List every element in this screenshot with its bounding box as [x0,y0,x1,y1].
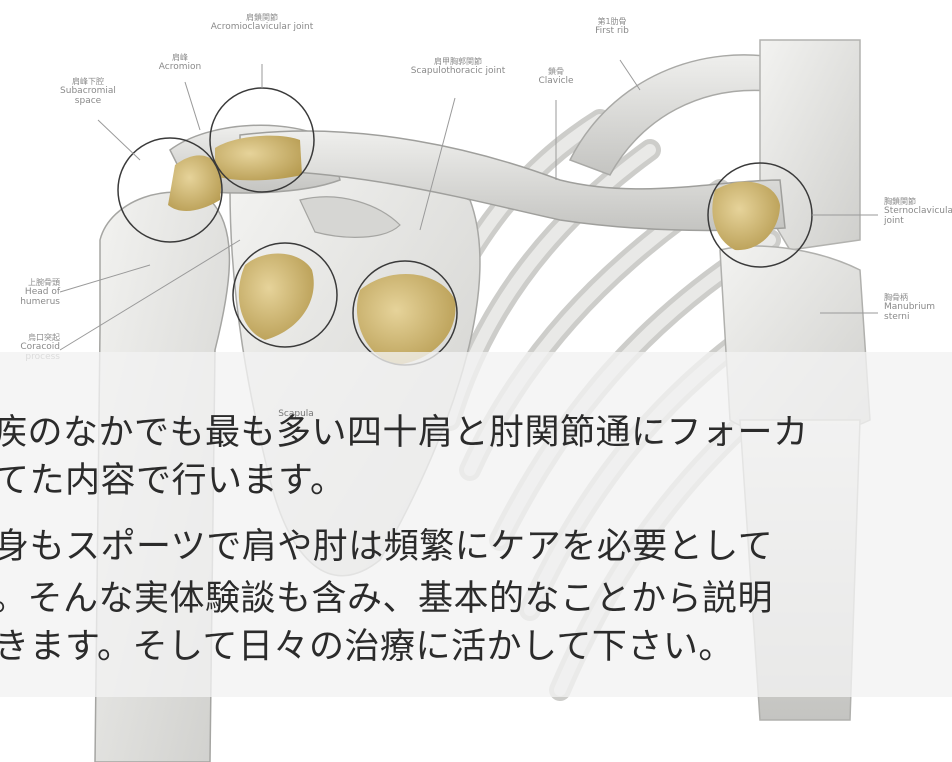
acromion-joint-surface [215,135,302,181]
scapulothoracic-surface [356,273,456,365]
glenohumeral-circle [232,242,338,348]
label-acromion: 肩峰 Acromion [158,53,202,73]
label-ja: 肩峰下腔 [72,77,104,86]
label-acromioclavicular-joint: 肩鎖関節 Acromioclavicular joint [210,13,314,33]
label-en: Scapula [278,409,314,419]
label-scapulothoracic-joint: 肩甲胸郭関節 Scapulothoracic joint [410,57,506,77]
label-ja: 鎖骨 [548,67,564,76]
overlay-line-2: てた内容で行います。 [0,461,346,501]
label-en: Subacromial space [60,85,116,106]
label-en: Acromion [158,61,202,72]
label-sternoclavicular-joint: 胸鎖関節 Sternoclavicular joint [884,197,952,227]
overlay-line-1: 疾のなかでも最も多い四十肩と肘関節通にフォーカ [0,413,809,453]
label-en: Scapulothoracic joint [410,65,506,76]
label-scapula: Scapula [278,409,314,420]
label-en: Head of humerus [20,286,60,307]
label-ja: 肩峰 [172,53,188,62]
label-ja: 肩鎖関節 [246,13,278,22]
vertebra [759,39,861,251]
clavicle [239,130,786,232]
label-subacromial-space: 肩峰下腔 Subacromial space [58,77,118,107]
label-en: Sternoclavicular joint [884,205,952,226]
label-ja: 胸骨柄 [884,293,908,302]
glenoid-surface [238,253,314,340]
overlay-line-4: 。そんな実体験談も含み、基本的なことから説明 [0,579,774,619]
label-en: Clavicle [538,75,574,86]
subacromial-circle [117,137,223,243]
coracoid-process [299,196,401,238]
label-ja: 烏口突起 [28,333,60,342]
label-head-of-humerus: 上腕骨頭 Head of humerus [2,278,60,308]
label-ja: 第1肋骨 [597,17,627,26]
sternoclavicular-surface [712,181,780,251]
subacromial-surface [168,155,222,212]
label-manubrium-sterni: 胸骨柄 Manubrium sterni [884,293,944,323]
label-ja: 上腕骨頭 [28,278,60,287]
overlay-line-5: きます。そして日々の治療に活かして下さい。 [0,627,734,667]
label-ja: 肩甲胸郭関節 [434,57,482,66]
label-first-rib: 第1肋骨 First rib [595,17,629,37]
label-en: Acromioclavicular joint [210,21,314,32]
text-overlay: Scapula 疾のなかでも最も多い四十肩と肘関節通にフォーカ てた内容で行いま… [0,352,952,697]
label-ja: 胸鎖関節 [884,197,916,206]
label-en: First rib [595,25,629,36]
label-en: Manubrium sterni [884,301,936,322]
label-clavicle: 鎖骨 Clavicle [538,67,574,87]
overlay-line-3: 身もスポーツで肩や肘は頻繁にケアを必要として [0,527,774,567]
